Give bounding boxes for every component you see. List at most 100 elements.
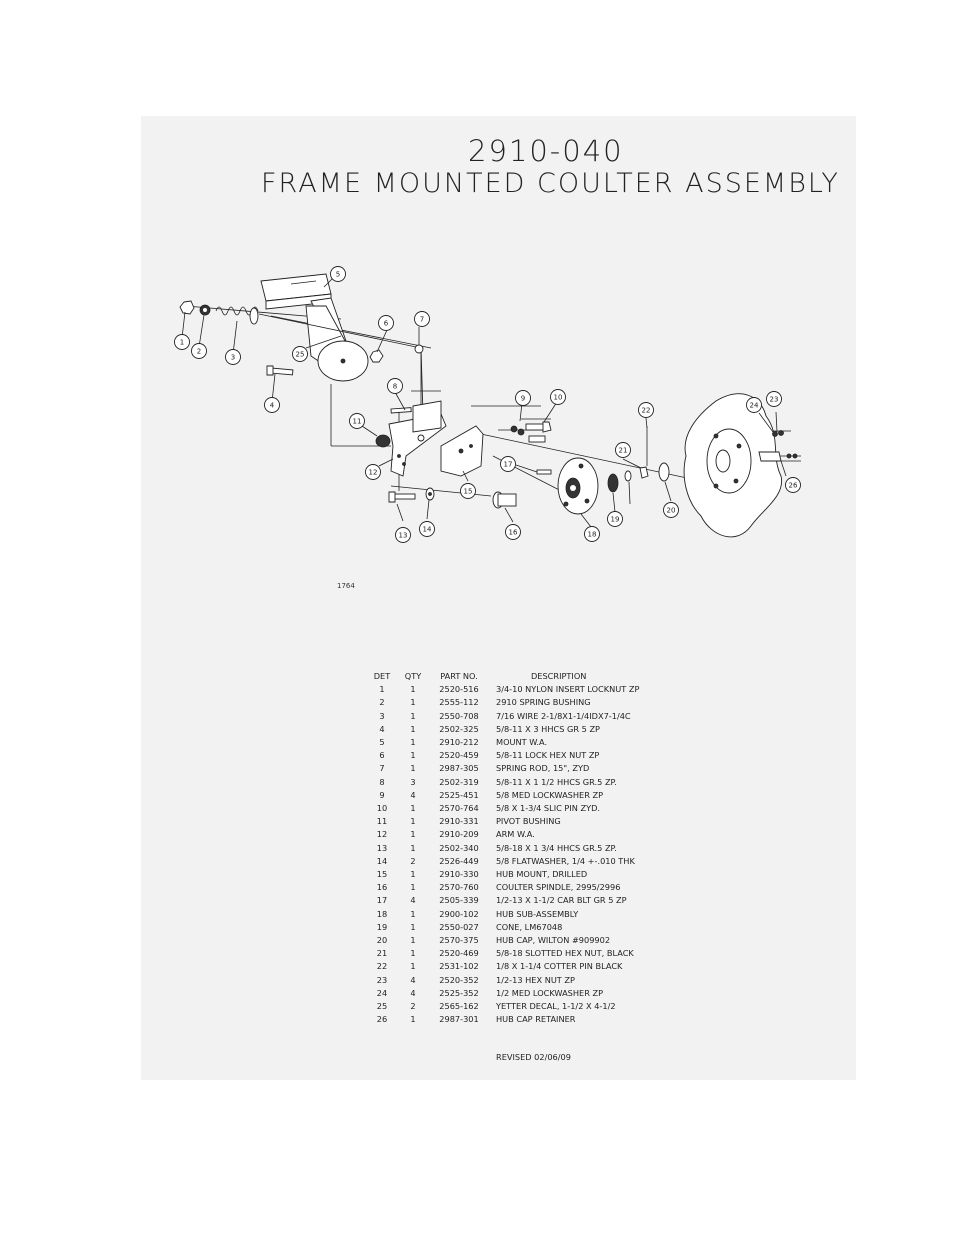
qty-cell: 2 [410, 855, 416, 866]
qty-cell: 1 [410, 829, 416, 840]
description-cell: 1/2-13 HEX NUT ZP [496, 974, 575, 985]
locknut-and-bushing [179, 300, 211, 316]
part-no-cell: 2520-459 [439, 750, 479, 761]
callout-6: 6 [378, 315, 394, 331]
description-cell: SPRING ROD, 15", ZYD [496, 763, 590, 774]
det-cell: 4 [379, 723, 385, 734]
part-no-cell: 2550-708 [439, 710, 479, 721]
callout-12: 12 [365, 464, 381, 480]
part-no-cell: 2900-102 [439, 908, 479, 919]
part-no-cell: 2525-451 [439, 789, 479, 800]
qty-cell: 1 [410, 882, 416, 893]
callout-19: 19 [607, 511, 623, 527]
qty-cell: 1 [410, 697, 416, 708]
svg-text:5: 5 [336, 271, 340, 279]
det-cell: 20 [376, 935, 388, 946]
callout-11: 11 [349, 413, 365, 429]
svg-text:13: 13 [399, 532, 408, 540]
svg-text:12: 12 [369, 469, 378, 477]
part-no-cell: 2531-102 [439, 961, 479, 972]
description-cell: 3/4-10 NYLON INSERT LOCKNUT ZP [496, 684, 640, 695]
det-cell: 23 [376, 974, 388, 985]
callout-23: 23 [766, 391, 782, 407]
leader-lines [181, 278, 787, 528]
det-cell: 5 [379, 737, 385, 748]
part-no-cell: 2910-209 [439, 829, 479, 840]
compression-spring [215, 306, 259, 325]
part-number-title: 2910-040 [468, 134, 624, 168]
description-cell: COULTER SPINDLE, 2995/2996 [496, 882, 621, 893]
det-cell: 12 [376, 829, 388, 840]
description-cell: 5/8 FLATWASHER, 1/4 +-.010 THK [496, 855, 635, 866]
part-no-cell: 2502-325 [439, 723, 479, 734]
mount-weldment [260, 273, 369, 382]
qty-cell: 2 [410, 1001, 416, 1012]
col-det: DET [373, 671, 391, 681]
qty-cell: 1 [410, 710, 416, 721]
part-no-cell: 2570-760 [439, 882, 479, 893]
qty-cell: 3 [410, 776, 416, 787]
drawing-sheet: 2910-040 FRAME MOUNTED COULTER ASSEMBLY [141, 116, 856, 1080]
description-cell: 5/8 X 1-3/4 SLIC PIN ZYD. [496, 803, 601, 814]
table-row: 12 1 2910-209 ARM W.A. [366, 828, 639, 841]
callout-26: 26 [785, 477, 801, 493]
description-cell: 5/8-11 X 3 HHCS GR 5 ZP [496, 723, 600, 734]
svg-text:22: 22 [642, 407, 651, 415]
svg-text:8: 8 [393, 383, 397, 391]
svg-text:11: 11 [353, 418, 362, 426]
part-no-cell: 2550-027 [439, 921, 479, 932]
description-cell: 2910 SPRING BUSHING [496, 697, 591, 708]
callout-9: 9 [515, 390, 531, 406]
description-cell: MOUNT W.A. [496, 737, 548, 748]
description-cell: 5/8-18 SLOTTED HEX NUT, BLACK [496, 948, 634, 959]
callout-5: 5 [330, 266, 346, 282]
callout-20: 20 [663, 502, 679, 518]
svg-text:9: 9 [521, 395, 525, 403]
arm-assembly [375, 400, 447, 477]
description-cell: 5/8 MED LOCKWASHER ZP [496, 789, 604, 800]
det-cell: 14 [376, 855, 388, 866]
col-description: DESCRIPTION [531, 671, 587, 681]
svg-text:10: 10 [554, 394, 563, 402]
callout-2: 2 [191, 343, 207, 359]
svg-text:4: 4 [270, 402, 275, 410]
part-no-cell: 2525-352 [439, 987, 479, 998]
description-cell: HUB MOUNT, DRILLED [496, 869, 588, 880]
part-no-cell: 2502-319 [439, 776, 479, 787]
callout-24: 24 [746, 397, 762, 413]
callout-15: 15 [460, 483, 476, 499]
coulter-blade [683, 393, 783, 538]
description-cell: ARM W.A. [496, 829, 535, 840]
part-no-cell: 2987-301 [439, 1014, 479, 1025]
det-cell: 15 [376, 869, 388, 880]
callout-25: 25 [292, 346, 308, 362]
assembly-title: FRAME MOUNTED COULTER ASSEMBLY [261, 168, 840, 199]
description-cell: HUB CAP, WILTON #909902 [496, 935, 611, 946]
svg-text:14: 14 [423, 526, 432, 534]
bolt-and-flatwasher [388, 487, 435, 503]
description-cell: 5/8-11 X 1 1/2 HHCS GR.5 ZP. [496, 776, 617, 787]
qty-cell: 1 [410, 1014, 416, 1025]
callout-8: 8 [387, 378, 403, 394]
det-cell: 13 [376, 842, 388, 853]
callout-7: 7 [414, 311, 430, 327]
callout-4: 4 [264, 397, 280, 413]
det-cell: 6 [379, 750, 385, 761]
qty-cell: 1 [410, 935, 416, 946]
qty-cell: 4 [410, 895, 416, 906]
description-cell: 5/8-18 X 1 3/4 HHCS GR.5 ZP. [496, 842, 617, 853]
svg-text:2: 2 [197, 348, 201, 356]
